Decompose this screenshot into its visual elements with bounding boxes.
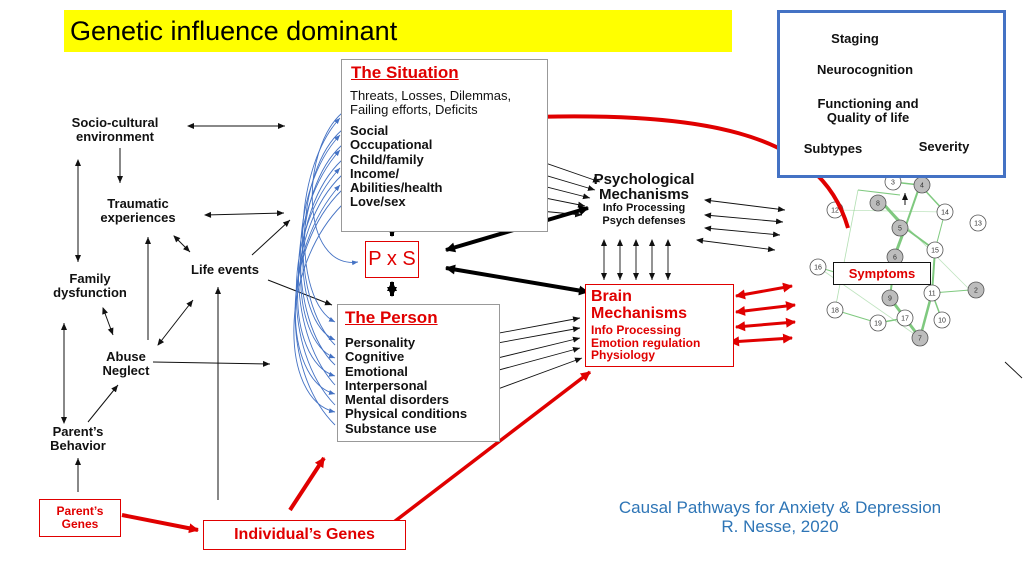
caption-line-2: R. Nesse, 2020	[721, 517, 839, 536]
psych-title-2: Mechanisms	[598, 186, 690, 203]
network-node-label: 13	[974, 221, 982, 228]
network-node	[869, 194, 887, 212]
person-item: Physical conditions	[345, 406, 468, 422]
network-node-label: 5	[898, 226, 902, 233]
banner-title: Genetic influence dominant	[64, 10, 732, 52]
psych-mechanisms: Psychological Mechanisms Info Processing…	[582, 172, 706, 228]
network-node	[896, 309, 914, 327]
abuse-neglect-label: Abuse Neglect	[102, 349, 150, 378]
brain-title-2: Mechanisms	[591, 305, 688, 322]
family-dysfunction-label: Family dysfunction	[53, 271, 127, 300]
life-events-label: Life events	[191, 262, 259, 277]
network-node-label: 7	[918, 336, 922, 343]
psych-item: Psych defenses	[602, 215, 686, 227]
network-node-label: 15	[931, 248, 939, 255]
person-item: Interpersonal	[345, 377, 428, 393]
brain-title-1: Brain	[591, 288, 632, 305]
network-node	[936, 203, 954, 221]
situation-item: Income/	[350, 165, 400, 181]
legend-staging: Staging	[831, 31, 879, 46]
individuals-genes-box: Individual’s Genes	[203, 520, 406, 550]
parents-genes-box: Parent’s Genes	[39, 499, 121, 537]
legend-neurocognition: Neurocognition	[816, 62, 914, 77]
network-node-label: 3	[891, 180, 895, 187]
socio-cultural-label: Socio-cultural environment	[71, 115, 159, 144]
situation-item: Abilities/health	[350, 180, 443, 196]
network-node-label: 11	[928, 291, 935, 298]
brain-item: Physiology	[591, 348, 656, 362]
network-node-label: 18	[831, 308, 839, 315]
network-node	[891, 219, 909, 237]
network-node	[869, 314, 887, 332]
legend-box: Staging Neurocognition Functioning and Q…	[777, 10, 1006, 178]
brain-item: Emotion regulation	[591, 336, 701, 350]
network-node-label: 17	[901, 316, 909, 323]
situation-item: Occupational	[350, 137, 433, 153]
network-node	[911, 329, 929, 347]
caption: Causal Pathways for Anxiety & Depression…	[560, 498, 1000, 536]
person-item: Emotional	[345, 363, 408, 379]
situation-list: Social Occupational Child/family Income/…	[350, 123, 443, 210]
network-node-label: 12	[831, 208, 839, 215]
symptoms-box: Symptoms	[833, 262, 931, 285]
network-node	[926, 241, 944, 259]
network-node	[967, 281, 985, 299]
situation-item: Child/family	[350, 151, 424, 167]
legend-subtypes: Subtypes	[803, 141, 863, 156]
network-node-label: 14	[941, 210, 949, 217]
situation-item: Love/sex	[350, 194, 406, 210]
pxs-box: P x S	[365, 241, 419, 278]
traumatic-experiences-label: Traumatic experiences	[100, 196, 176, 225]
network-node-label: 10	[938, 318, 946, 325]
legend-functioning: Functioning and Quality of life	[817, 96, 919, 125]
psych-item: Info Processing	[602, 202, 686, 214]
situation-box: The Situation Threats, Losses, Dilemmas,…	[341, 59, 548, 232]
network-node-label: 16	[814, 265, 822, 272]
person-list: Personality Cognitive Emotional Interper…	[345, 335, 468, 436]
network-node-label: 8	[876, 201, 880, 208]
person-item: Personality	[345, 335, 416, 350]
network-node	[881, 289, 899, 307]
person-item: Substance use	[345, 420, 437, 436]
network-node-label: 2	[974, 288, 978, 295]
brain-item: Info Processing	[591, 323, 682, 337]
legend-severity: Severity	[918, 139, 970, 154]
psych-title-1: Psychological	[593, 171, 695, 188]
person-item: Mental disorders	[345, 392, 450, 408]
situation-title: The Situation	[351, 63, 459, 82]
network-node	[923, 284, 941, 302]
network-node	[826, 301, 844, 319]
network-node-label: 6	[893, 255, 897, 262]
person-box: The Person Personality Cognitive Emotion…	[337, 304, 500, 442]
parents-behavior-label: Parent’s Behavior	[50, 424, 106, 453]
situation-subtitle: Threats, Losses, Dilemmas, Failing effor…	[350, 88, 512, 117]
network-node-label: 9	[888, 296, 892, 303]
situation-item: Social	[350, 123, 389, 138]
network-node	[969, 214, 987, 232]
caption-line-1: Causal Pathways for Anxiety & Depression	[618, 498, 942, 517]
person-title: The Person	[345, 308, 438, 327]
brain-box: Brain Mechanisms Info Processing Emotion…	[585, 284, 734, 367]
person-item: Cognitive	[345, 349, 405, 365]
network-nodes: 2 3 4 5 6 7 8 9 10 11 12 13 14 15 16 17 18 19	[809, 173, 987, 347]
network-node-label: 19	[874, 321, 882, 328]
network-node	[809, 258, 827, 276]
network-node	[933, 311, 951, 329]
network-node-label: 4	[920, 183, 924, 190]
